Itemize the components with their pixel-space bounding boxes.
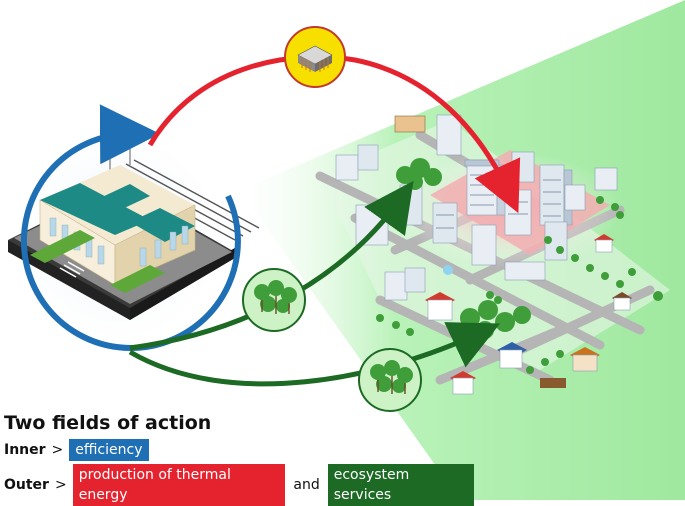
conjunction-text: and bbox=[293, 477, 320, 493]
data-center-icon bbox=[284, 26, 346, 88]
legend-row-outer: Outer > production of thermal energy and… bbox=[4, 464, 474, 506]
legend-row-inner: Inner > efficiency bbox=[4, 438, 474, 462]
tree-cluster-icon bbox=[358, 348, 422, 412]
inner-efficiency-cycle bbox=[20, 104, 241, 351]
outer-separator: > bbox=[54, 477, 67, 493]
legend-title: Two fields of action bbox=[4, 412, 212, 434]
train-station-icon bbox=[8, 141, 260, 320]
efficiency-tag: efficiency bbox=[69, 439, 149, 461]
inner-separator: > bbox=[51, 442, 64, 458]
thermal-energy-arrow bbox=[147, 54, 521, 214]
ecosystem-arrow-lower bbox=[128, 322, 501, 387]
thermal-energy-tag: production of thermal energy bbox=[72, 464, 286, 506]
tree-cluster-icon bbox=[242, 268, 306, 332]
legend: Two fields of action Inner > efficiency … bbox=[4, 410, 474, 506]
outer-label: Outer bbox=[4, 477, 49, 493]
ecosystem-services-tag: ecosystem services bbox=[327, 464, 474, 506]
inner-label: Inner bbox=[4, 442, 46, 458]
